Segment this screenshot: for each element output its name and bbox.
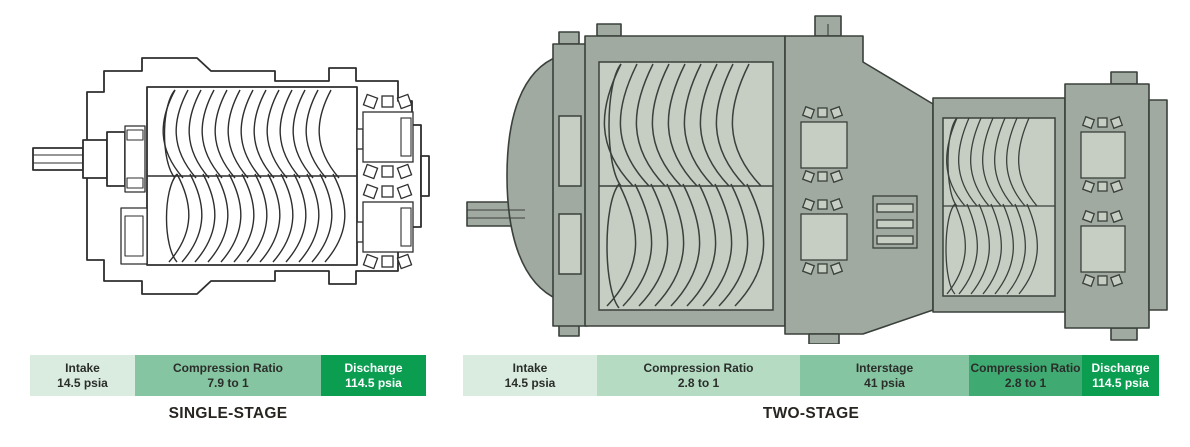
- cell-value: 14.5 psia: [57, 375, 108, 390]
- table-cell-discharge: Discharge 114.5 psia: [321, 355, 426, 396]
- cell-label: Compression Ratio: [970, 360, 1081, 375]
- single-stage-caption: SINGLE-STAGE: [168, 405, 288, 422]
- cell-value: 114.5 psia: [345, 375, 402, 390]
- table-cell-discharge: Discharge 114.5 psia: [1082, 355, 1159, 396]
- cell-label: Discharge: [344, 360, 403, 375]
- cell-value: 2.8 to 1: [677, 375, 720, 390]
- single-stage-data-bar: Intake 14.5 psia Compression Ratio 7.9 t…: [30, 355, 426, 396]
- table-cell-compression-ratio: Compression Ratio 7.9 to 1: [135, 355, 321, 396]
- table-cell-interstage: Interstage 41 psia: [800, 355, 969, 396]
- cell-label: Intake: [512, 360, 548, 375]
- cell-value: 14.5 psia: [504, 375, 556, 390]
- table-cell-intake: Intake 14.5 psia: [463, 355, 597, 396]
- cell-label: Intake: [65, 360, 100, 375]
- single-stage-compressor-illustration: [25, 8, 440, 338]
- table-cell-compression-ratio-2: Compression Ratio 2.8 to 1: [969, 355, 1082, 396]
- cell-value: 41 psia: [864, 375, 905, 390]
- two-stage-data-bar: Intake 14.5 psia Compression Ratio 2.8 t…: [463, 355, 1159, 396]
- cell-value: 2.8 to 1: [1004, 375, 1047, 390]
- cell-label: Interstage: [855, 360, 914, 375]
- table-cell-compression-ratio-1: Compression Ratio 2.8 to 1: [597, 355, 800, 396]
- two-stage-caption: TWO-STAGE: [762, 405, 860, 422]
- table-cell-intake: Intake 14.5 psia: [30, 355, 135, 396]
- two-stage-compressor-illustration: [463, 4, 1185, 344]
- cell-value: 114.5 psia: [1092, 375, 1149, 390]
- cell-value: 7.9 to 1: [207, 375, 249, 390]
- cell-label: Discharge: [1091, 360, 1150, 375]
- cell-label: Compression Ratio: [172, 360, 283, 375]
- cell-label: Compression Ratio: [643, 360, 754, 375]
